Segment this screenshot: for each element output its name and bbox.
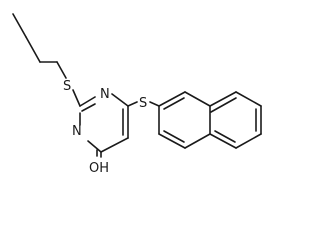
bond: [111, 93, 129, 107]
bond-c6-s2: [127, 101, 138, 107]
butyl-chain: [12, 13, 67, 79]
bond: [209, 133, 237, 149]
bond-s-c2: [72, 89, 81, 107]
bond: [184, 91, 211, 107]
atom-label-sulfur: S: [63, 79, 71, 94]
bond: [184, 133, 211, 149]
bond: [214, 130, 236, 143]
bond: [158, 91, 186, 107]
bond: [210, 97, 237, 113]
bond: [56, 61, 67, 79]
bond: [235, 91, 262, 107]
bond: [163, 130, 185, 143]
pyrimidine-ring: [79, 93, 129, 158]
atom-labels: S N N S OH: [63, 79, 147, 176]
atom-label-nitrogen: N: [72, 124, 82, 139]
bond: [79, 96, 96, 107]
bond: [81, 103, 96, 112]
atom-label-hydroxyl: OH: [89, 161, 109, 176]
bond: [100, 137, 129, 153]
bond-s2-naphthyl: [149, 101, 160, 107]
atom-label-sulfur: S: [139, 96, 147, 111]
bond: [12, 13, 27, 38]
bond: [25, 36, 41, 63]
bond: [87, 140, 102, 153]
bond: [235, 133, 262, 149]
bond: [163, 97, 185, 110]
naphthalene-ring: [158, 91, 262, 149]
atom-label-nitrogen: N: [100, 87, 110, 102]
chemical-structure-diagram: S N N S OH: [12, 13, 262, 176]
bond: [209, 91, 237, 107]
bond: [158, 133, 186, 149]
